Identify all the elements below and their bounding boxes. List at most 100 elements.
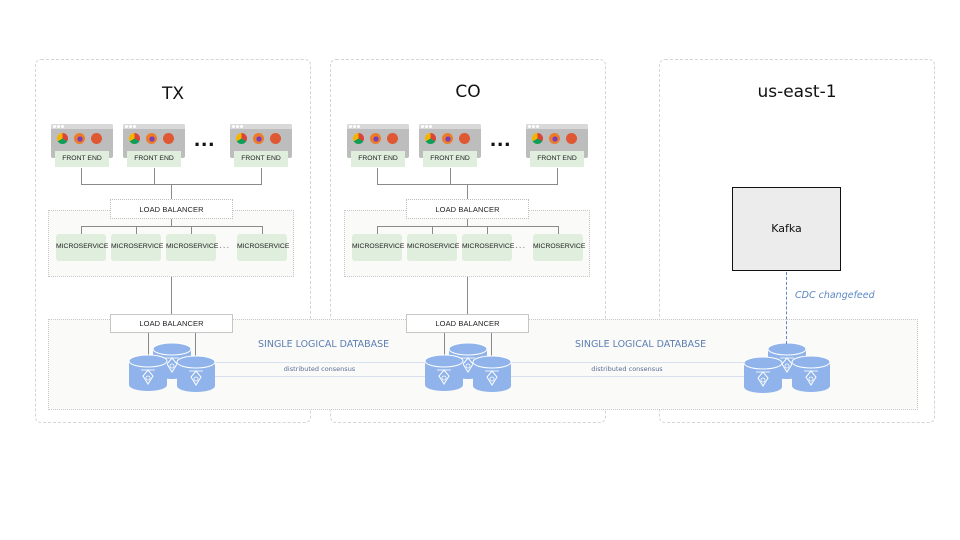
duckduckgo-icon <box>270 133 281 144</box>
duckduckgo-icon <box>387 133 398 144</box>
microservice: MICROSERVICE <box>237 234 289 261</box>
more-microservices-ellipsis: ... <box>515 240 527 251</box>
microservice: MICROSERVICE <box>166 234 218 261</box>
window-dot-icon <box>53 125 56 128</box>
connector-line <box>171 277 172 315</box>
microservice: MICROSERVICE <box>111 234 163 261</box>
window-dot-icon <box>61 125 64 128</box>
window-dot-icon <box>349 125 352 128</box>
window-dot-icon <box>536 125 539 128</box>
connector-line <box>81 226 82 234</box>
front-end-label: FRONT END <box>127 151 181 167</box>
connector-line <box>558 226 559 234</box>
window-dot-icon <box>236 125 239 128</box>
window-dot-icon <box>240 125 243 128</box>
front-end-label: FRONT END <box>423 151 477 167</box>
firefox-icon <box>370 133 381 144</box>
microservice: MICROSERVICE <box>462 234 514 261</box>
window-dot-icon <box>421 125 424 128</box>
browser-title-bar <box>347 124 409 129</box>
distributed-consensus-label: distributed consensus <box>591 365 663 373</box>
distributed-consensus-label: distributed consensus <box>283 365 356 373</box>
window-dot-icon <box>125 125 128 128</box>
front-end-label: FRONT END <box>234 151 288 167</box>
consensus-line <box>212 362 427 363</box>
firefox-icon <box>146 133 157 144</box>
window-dot-icon <box>429 125 432 128</box>
front-end-label: FRONT END <box>351 151 405 167</box>
browser-title-bar <box>51 124 113 129</box>
browser-title-bar <box>123 124 185 129</box>
firefox-icon <box>442 133 453 144</box>
connector-line <box>261 168 262 184</box>
load-balancer-tx-top: LOAD BALANCER <box>110 199 233 219</box>
window-dot-icon <box>133 125 136 128</box>
window-dot-icon <box>532 125 535 128</box>
load-balancer-co-top: LOAD BALANCER <box>406 199 529 219</box>
consensus-line <box>212 376 427 377</box>
load-balancer-co-db: LOAD BALANCER <box>406 314 529 333</box>
duckduckgo-icon <box>459 133 470 144</box>
chrome-icon <box>236 133 247 144</box>
chrome-icon <box>532 133 543 144</box>
window-dot-icon <box>129 125 132 128</box>
window-dot-icon <box>232 125 235 128</box>
region-title-us-east-1: us-east-1 <box>757 82 837 102</box>
consensus-line <box>508 362 746 363</box>
database-node-icon <box>743 356 783 393</box>
more-front-ends-ellipsis: ... <box>194 126 216 151</box>
connector-line <box>432 226 433 234</box>
connector-line <box>171 218 172 226</box>
duckduckgo-icon <box>566 133 577 144</box>
microservice: MICROSERVICE <box>352 234 404 261</box>
kafka-box: Kafka <box>732 187 841 271</box>
region-title-tx: TX <box>161 84 185 104</box>
connector-line <box>467 184 468 200</box>
chrome-icon <box>425 133 436 144</box>
database-node-icon <box>424 354 464 391</box>
connector-line <box>154 168 155 184</box>
browser-title-bar <box>230 124 292 129</box>
single-logical-database-label: SINGLE LOGICAL DATABASE <box>258 339 390 350</box>
connector-line <box>81 226 263 227</box>
more-front-ends-ellipsis: ... <box>490 126 512 151</box>
connector-line <box>262 226 263 234</box>
microservice: MICROSERVICE <box>533 234 585 261</box>
connector-line <box>467 218 468 226</box>
connector-line <box>81 168 82 184</box>
connector-line <box>377 226 378 234</box>
connector-line <box>148 332 149 360</box>
browser-title-bar <box>419 124 481 129</box>
firefox-icon <box>74 133 85 144</box>
connector-line <box>191 226 192 234</box>
connector-line <box>195 332 196 357</box>
chrome-icon <box>353 133 364 144</box>
window-dot-icon <box>353 125 356 128</box>
connector-line <box>377 168 378 184</box>
chrome-icon <box>57 133 68 144</box>
connector-line <box>557 168 558 184</box>
connector-line <box>136 226 137 234</box>
connector-line <box>171 184 172 200</box>
more-microservices-ellipsis: ... <box>219 240 231 251</box>
kafka-label: Kafka <box>771 222 802 235</box>
chrome-icon <box>129 133 140 144</box>
front-end-label: FRONT END <box>530 151 584 167</box>
single-logical-database-label: SINGLE LOGICAL DATABASE <box>575 339 707 350</box>
duckduckgo-icon <box>163 133 174 144</box>
database-node-icon <box>176 355 216 392</box>
cdc-changefeed-label: CDC changefeed <box>795 290 875 301</box>
connector-line <box>487 226 488 234</box>
window-dot-icon <box>528 125 531 128</box>
database-node-icon <box>472 355 512 392</box>
duckduckgo-icon <box>91 133 102 144</box>
consensus-line <box>508 376 746 377</box>
front-end-label: FRONT END <box>55 151 109 167</box>
database-node-icon <box>128 354 168 391</box>
load-balancer-tx-db: LOAD BALANCER <box>110 314 233 333</box>
connector-line <box>491 332 492 357</box>
connector-line <box>450 168 451 184</box>
firefox-icon <box>549 133 560 144</box>
database-node-icon <box>791 355 831 392</box>
browser-title-bar <box>526 124 588 129</box>
